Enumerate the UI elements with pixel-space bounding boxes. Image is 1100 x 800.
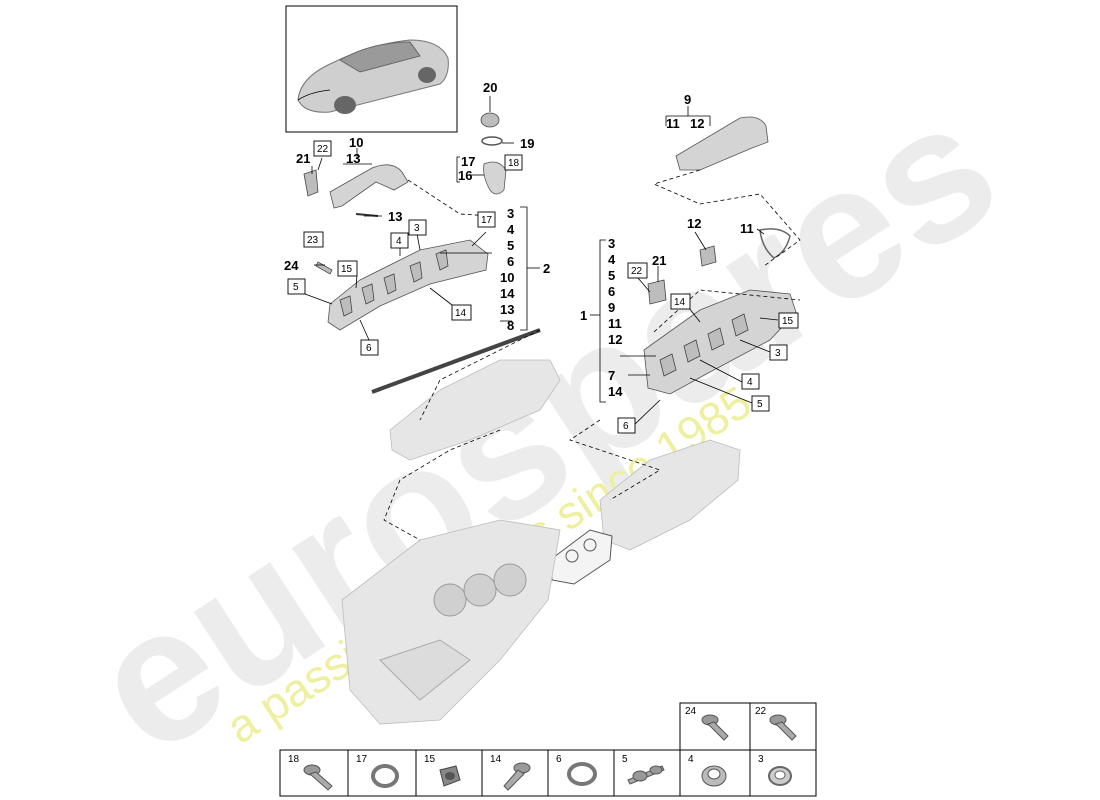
g1-item-6: 12 <box>608 332 622 347</box>
bolt-icon <box>303 764 333 791</box>
sensor-21 <box>303 169 319 197</box>
callout-18a: 18 <box>508 158 520 169</box>
fastener-num-3: 3 <box>758 754 764 765</box>
callout-19: 19 <box>520 136 534 151</box>
callout-9: 9 <box>684 92 691 107</box>
callout-5b: 5 <box>757 399 763 410</box>
fastener-num-15: 15 <box>424 754 436 765</box>
callout-3b: 3 <box>775 348 781 359</box>
fastener-num-14: 14 <box>490 754 502 765</box>
ghost-head-left <box>389 359 561 461</box>
callout-12a: 12 <box>690 116 704 131</box>
g2-item-1: 4 <box>507 222 515 237</box>
sensor-12 <box>699 245 717 267</box>
cap-20 <box>480 112 500 128</box>
seal-19 <box>481 136 503 146</box>
g2-item-4: 10 <box>500 270 514 285</box>
callout-11a: 11 <box>666 116 680 131</box>
callout-5a: 5 <box>293 282 299 293</box>
g1-item-4: 9 <box>608 300 615 315</box>
watermark: eurospares a passion for parts since 198… <box>57 59 1032 795</box>
gasket-11 <box>759 228 791 259</box>
sensor-21-right <box>647 279 667 305</box>
bolt-icon <box>769 714 797 741</box>
seal-ring-icon <box>371 764 399 788</box>
callout-22a: 22 <box>317 144 329 155</box>
vehicle-thumbnail <box>285 5 458 133</box>
callout-15b: 15 <box>782 316 794 327</box>
callout-15a: 15 <box>341 264 353 275</box>
callout-22b: 22 <box>631 266 643 277</box>
sleeve-icon <box>701 765 727 787</box>
callout-11b: 11 <box>740 221 754 236</box>
callout-16: 16 <box>458 168 472 183</box>
g1-item-1: 4 <box>608 252 616 267</box>
cylinder-head-left <box>327 239 489 331</box>
leader-lines <box>304 96 801 541</box>
g1-item-2: 5 <box>608 268 615 283</box>
g1-item-3: 6 <box>608 284 615 299</box>
callout-21a: 21 <box>296 151 310 166</box>
head-gasket <box>549 529 613 585</box>
fastener-num-17: 17 <box>356 754 368 765</box>
fastener-num-6: 6 <box>556 754 562 765</box>
g2-item-3: 6 <box>507 254 514 269</box>
callout-10: 10 <box>349 135 363 150</box>
callout-14b: 14 <box>674 297 686 308</box>
g1-item-8: 14 <box>608 384 623 399</box>
fastener-num-22: 22 <box>755 706 767 717</box>
callout-3a: 3 <box>414 223 420 234</box>
bolt-icon <box>503 762 531 791</box>
callout-23: 23 <box>307 235 319 246</box>
callouts: 20 19 16 17 18 17 10 13 21 22 13 3 4 23 … <box>284 80 799 434</box>
callout-20: 20 <box>483 80 497 95</box>
callout-17b: 17 <box>481 215 493 226</box>
manifold-9 <box>675 116 769 171</box>
fastener-num-18: 18 <box>288 754 300 765</box>
group-2-list: 3 4 5 6 10 14 13 8 <box>500 206 515 333</box>
bolt-icon <box>701 714 729 741</box>
fastener-num-5: 5 <box>622 754 628 765</box>
bolt-24 <box>315 261 333 275</box>
g2-item-6: 13 <box>500 302 514 317</box>
g2-item-0: 3 <box>507 206 514 221</box>
callout-4a: 4 <box>396 236 402 247</box>
callout-13b: 13 <box>388 209 402 224</box>
seal-ring-icon <box>768 766 792 786</box>
callout-6b: 6 <box>623 421 629 432</box>
manifold-10 <box>329 164 409 209</box>
g1-item-5: 11 <box>608 316 622 331</box>
callout-1: 1 <box>580 308 587 323</box>
watermark-brand: eurospares <box>57 59 1032 795</box>
engine-block <box>341 519 561 725</box>
ghost-head-right <box>599 439 741 551</box>
plug-icon <box>439 765 461 787</box>
callout-13a: 13 <box>346 151 360 166</box>
callout-12b: 12 <box>687 216 701 231</box>
fastener-table: 24 22 18 17 15 14 6 5 4 3 <box>279 702 817 797</box>
g2-item-7: 8 <box>507 318 514 333</box>
right-bank-assembly <box>549 116 797 585</box>
housing-16 <box>483 161 507 195</box>
g2-item-5: 14 <box>500 286 515 301</box>
callout-24: 24 <box>284 258 299 273</box>
callout-14a: 14 <box>455 308 467 319</box>
callout-6a: 6 <box>366 343 372 354</box>
stud-bolt-icon <box>627 765 665 785</box>
g2-item-2: 5 <box>507 238 514 253</box>
fastener-num-24: 24 <box>685 706 697 717</box>
callout-21b: 21 <box>652 253 666 268</box>
callout-4b: 4 <box>747 377 753 388</box>
group-1-list: 3 4 5 6 9 11 12 7 14 <box>608 236 623 399</box>
fastener-num-4: 4 <box>688 754 694 765</box>
callout-17a: 17 <box>461 154 475 169</box>
left-bank-assembly <box>303 112 561 461</box>
g1-item-0: 3 <box>608 236 615 251</box>
g1-item-7: 7 <box>608 368 615 383</box>
callout-2: 2 <box>543 261 550 276</box>
seal-ring-icon <box>567 762 597 786</box>
